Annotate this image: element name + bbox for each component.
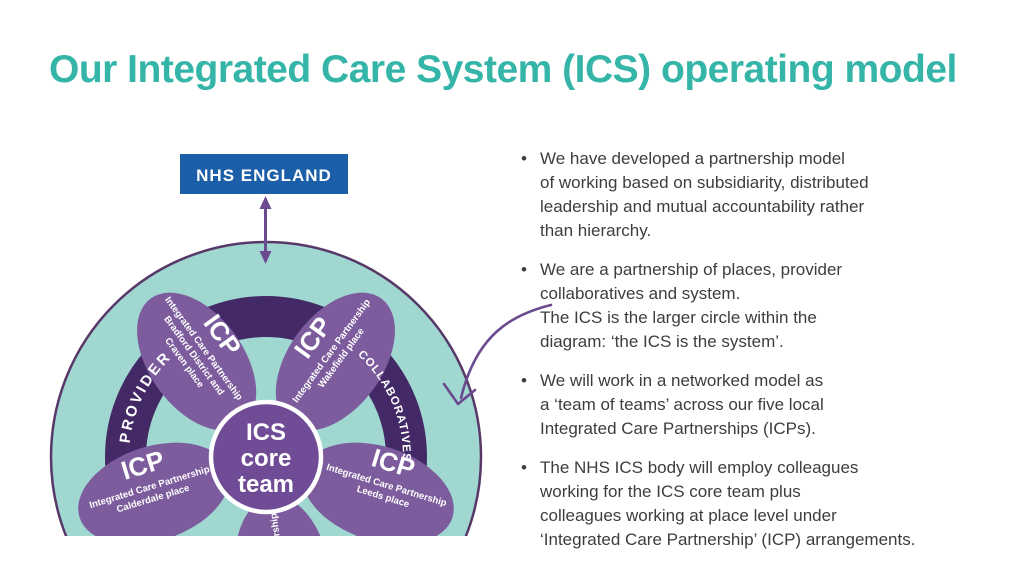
bullet-text: We will work in a networked model as a ‘… — [540, 371, 824, 438]
ics-core-team-label: ICS core team — [238, 419, 294, 498]
list-item: • We are a partnership of places, provid… — [521, 258, 925, 354]
nhs-england-label: NHS ENGLAND — [196, 166, 332, 185]
bullet-dot: • — [521, 371, 527, 390]
up-down-arrow-icon — [259, 196, 272, 264]
svg-text:core: core — [241, 445, 292, 472]
svg-text:ICS: ICS — [246, 419, 286, 446]
bullet-list: • We have developed a partnership model … — [521, 147, 925, 567]
petal-kirklees — [234, 496, 331, 536]
bullet-dot: • — [521, 260, 527, 279]
petal-leeds — [302, 442, 454, 536]
icp-petals — [78, 292, 454, 536]
curved-arrow-icon — [442, 303, 553, 406]
list-item: • We have developed a partnership model … — [521, 147, 925, 243]
ics-operating-model-diagram: PROVIDER COLLABORATIVES ICP Integrated C… — [49, 154, 553, 536]
list-item: • The NHS ICS body will employ colleague… — [521, 456, 925, 552]
bullet-text: The NHS ICS body will employ colleagues … — [540, 458, 916, 549]
petal-wakefield — [275, 292, 395, 431]
bullet-dot: • — [521, 149, 527, 168]
bullet-dot: • — [521, 458, 527, 477]
svg-text:team: team — [238, 471, 294, 498]
bullet-text: We are a partnership of places, provider… — [540, 260, 843, 351]
bullet-text: We have developed a partnership model of… — [540, 149, 869, 240]
nhs-england-box — [180, 154, 348, 194]
page-title: Our Integrated Care System (ICS) operati… — [49, 48, 957, 91]
petal-bradford — [137, 292, 257, 431]
list-item: • We will work in a networked model as a… — [521, 369, 925, 441]
ics-core-team-circle — [208, 399, 324, 515]
petal-calderdale — [78, 442, 230, 536]
